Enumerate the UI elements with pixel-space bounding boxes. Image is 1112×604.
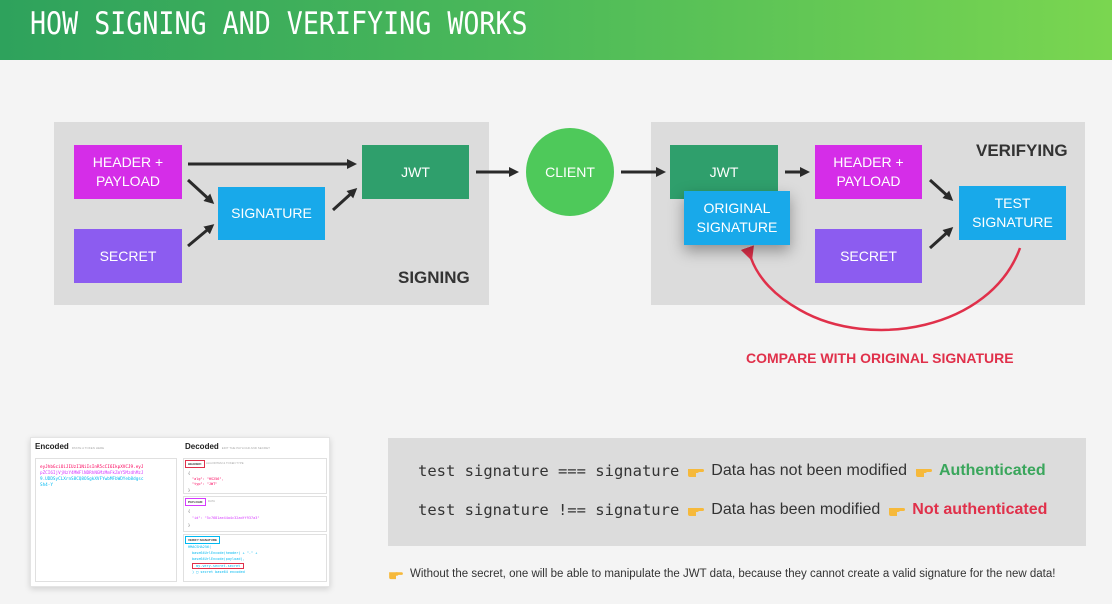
test-signature-line1: TEST	[994, 195, 1031, 211]
signing-signature-box: SIGNATURE	[218, 187, 325, 240]
pointing-hand-icon	[688, 469, 705, 477]
verify-secret-input[interactable]: my-very-secret-secret	[192, 563, 245, 569]
signing-header-payload-line1: HEADER +	[92, 154, 164, 170]
slide-title: HOW SIGNING AND VERIFYING WORKS	[30, 6, 528, 42]
client-label: CLIENT	[545, 164, 595, 180]
decoded-payload-section: PAYLOAD: DATA { "id": "5c7681ae44a4c32ad…	[183, 496, 327, 532]
compare-label: COMPARE WITH ORIGINAL SIGNATURE	[746, 350, 1014, 366]
pointing-hand-icon	[688, 508, 705, 516]
header-code-line: "alg": "HS256",	[192, 477, 224, 481]
test-signature-box: TEST SIGNATURE	[959, 186, 1066, 240]
verify-code-line: base64UrlEncode(header) + "." +	[192, 551, 258, 555]
verify-tag-label: VERIFY SIGNATURE	[188, 538, 218, 542]
notequal-code: test signature !== signature	[418, 501, 680, 519]
verifying-secret-box: SECRET	[815, 229, 922, 283]
encoded-title: Encoded	[35, 442, 69, 451]
comparison-box: test signature === signature Data has no…	[388, 438, 1086, 546]
compare-arrow	[740, 245, 1022, 332]
comparison-row-notequal: test signature !== signature Data has be…	[418, 501, 1047, 519]
verifying-header-payload-box: HEADER + PAYLOAD	[815, 145, 922, 199]
verifying-jwt-box: JWT	[670, 145, 778, 199]
signing-jwt-box: JWT	[362, 145, 469, 199]
signing-secret-box: SECRET	[74, 229, 182, 283]
verifying-header-payload-line2: PAYLOAD	[836, 173, 901, 189]
header-tag-label: HEADER:	[188, 462, 202, 466]
payload-tag-label: PAYLOAD:	[188, 500, 204, 504]
equal-code: test signature === signature	[418, 462, 680, 480]
header-code-line: "typ": "JWT"	[192, 482, 218, 486]
original-signature-line1: ORIGINAL	[703, 200, 771, 216]
signing-label: SIGNING	[398, 268, 470, 287]
verify-code-line: HMACSHA256(	[188, 545, 212, 549]
payload-tag: PAYLOAD:	[185, 498, 207, 506]
not-authenticated-result: Not authenticated	[912, 501, 1048, 518]
notequal-text: Data has been modified	[711, 501, 881, 518]
token-line: eyJhbGciOiJIUzI1NiIsInR5cCI6IkpXVCJ9.eyJ	[40, 465, 144, 470]
equal-text: Data has not been modified	[711, 462, 907, 479]
verify-signature-section: VERIFY SIGNATURE HMACSHA256( base64UrlEn…	[183, 534, 327, 582]
pointing-hand-icon	[915, 469, 932, 477]
arrow-secret-to-test-signature	[928, 226, 954, 250]
footnote-text: Without the secret, one will be able to …	[410, 568, 1056, 580]
arrow-payload-to-test-signature	[928, 178, 954, 202]
payload-tag-sub: DATA	[208, 499, 216, 503]
encoded-subtitle: PASTE A TOKEN HERE	[71, 446, 105, 450]
client-circle: CLIENT	[526, 128, 614, 216]
header-code-line: }	[188, 488, 191, 492]
arrow-payload-to-signature	[186, 178, 215, 205]
encoded-token-box[interactable]: eyJhbGciOiJIUzI1NiIsInR5cCI6IkpXVCJ9.eyJ…	[35, 458, 177, 582]
payload-code-line: {	[188, 509, 191, 513]
token-line: pZCI6IjVjNzY4MWFlNDRhNGMzMmFkZmY5MzdhMzJ	[40, 471, 144, 476]
header-code-line: {	[188, 471, 191, 475]
test-signature-line2: SIGNATURE	[972, 214, 1053, 230]
verifying-secret-label: SECRET	[840, 247, 897, 264]
payload-code-line: }	[188, 523, 191, 527]
signing-signature-label: SIGNATURE	[231, 205, 312, 221]
token-line: Sh4-Y	[40, 483, 53, 488]
arrow-secret-to-signature	[187, 224, 215, 248]
arrow-signature-to-jwt	[331, 187, 358, 212]
comparison-row-equal: test signature === signature Data has no…	[418, 462, 1046, 480]
signing-header-payload-line2: PAYLOAD	[95, 173, 161, 189]
verifying-header-payload-line1: HEADER +	[833, 154, 904, 170]
signing-secret-label: SECRET	[99, 247, 157, 264]
verify-code-line: base64UrlEncode(payload),	[192, 557, 245, 561]
pointing-hand-icon	[889, 508, 906, 516]
authenticated-result: Authenticated	[938, 462, 1046, 479]
decoded-header-section: HEADER: ALGORITHM & TOKEN TYPE { "alg": …	[183, 458, 327, 494]
footnote: Without the secret, one will be able to …	[388, 568, 1055, 580]
original-signature-box: ORIGINAL SIGNATURE	[684, 191, 790, 245]
verifying-jwt-label: JWT	[709, 164, 739, 180]
header-tag: HEADER:	[185, 460, 205, 468]
header-tag-sub: ALGORITHM & TOKEN TYPE	[206, 461, 244, 465]
pointing-hand-icon	[389, 572, 403, 580]
verifying-label: VERIFYING	[976, 141, 1068, 160]
token-line: 9.UDDSyCLXrnS8CQ8OSgkXVFYwbMFbWDYeb8dgsc	[40, 477, 144, 482]
payload-code-line: "id": "5c7681ae44a4c32adff937a3"	[192, 516, 260, 520]
signing-jwt-label: JWT	[401, 163, 430, 180]
title-banner: HOW SIGNING AND VERIFYING WORKS	[0, 0, 1112, 60]
decoded-title: Decoded	[185, 442, 219, 451]
original-signature-line2: SIGNATURE	[696, 219, 778, 235]
verify-code-line: ) □ secret base64 encoded	[192, 570, 245, 574]
decoded-subtitle: EDIT THE PAYLOAD AND SECRET	[221, 446, 270, 450]
signing-header-payload-box: HEADER + PAYLOAD	[74, 145, 182, 199]
verify-tag: VERIFY SIGNATURE	[185, 536, 221, 544]
